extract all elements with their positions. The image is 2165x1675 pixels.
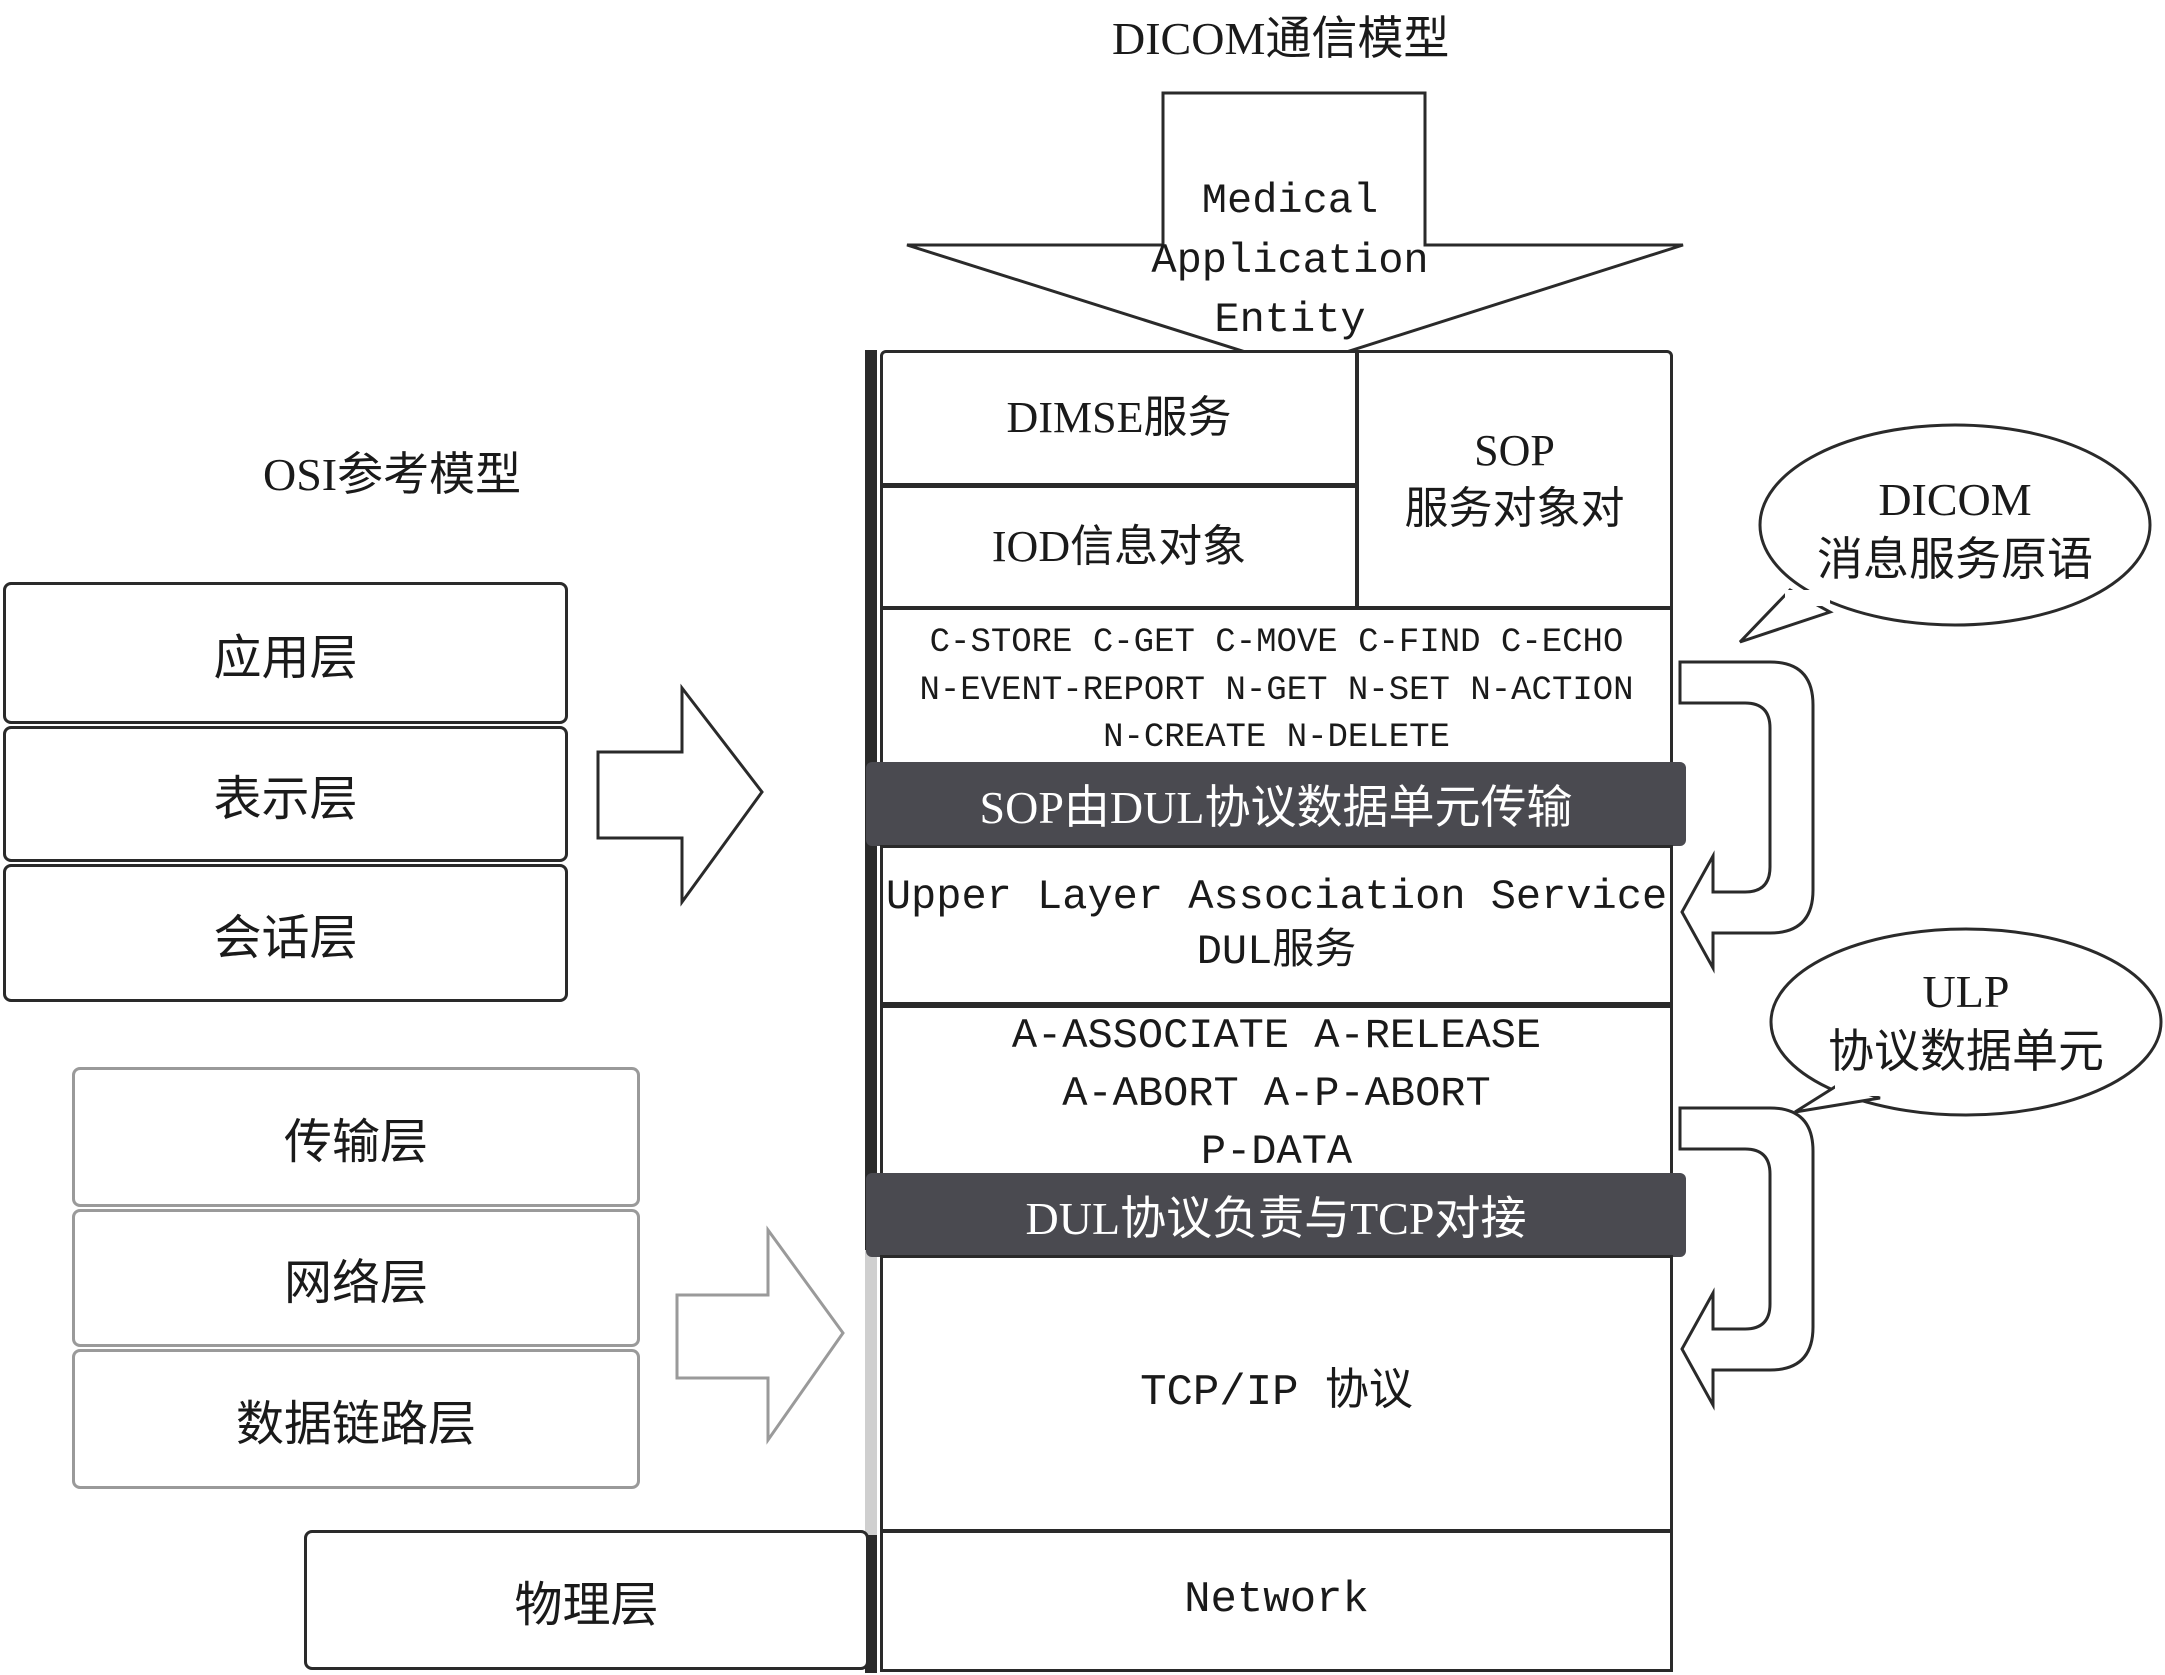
iod-info-object-box: IOD信息对象 bbox=[880, 485, 1358, 609]
commands-line-1: C-STORE C-GET C-MOVE C-FIND C-ECHO bbox=[929, 624, 1624, 662]
associate-line-3: P-DATA bbox=[1200, 1127, 1353, 1176]
u-turn-arrow-primitives bbox=[1678, 660, 1815, 974]
osi-layer-label: 应用层 bbox=[213, 632, 358, 685]
dicom-bubble bbox=[1758, 423, 2152, 627]
osi-layer-session: 会话层 bbox=[3, 864, 568, 1002]
sop-label-line1: SOP bbox=[1474, 426, 1555, 476]
dicom-bubble-line2: 消息服务原语 bbox=[1817, 533, 2093, 585]
dicom-bubble-line1: DICOM bbox=[1878, 474, 2032, 525]
osi-layer-label: 数据链路层 bbox=[235, 1398, 476, 1451]
commands-line-2: N-EVENT-REPORT N-GET N-SET N-ACTION bbox=[919, 671, 1634, 710]
dimse-label: DIMSE服务 bbox=[1006, 393, 1232, 443]
osi-layer-datalink: 数据链路层 bbox=[72, 1349, 640, 1489]
arrow-line-1: Medical bbox=[1201, 177, 1379, 225]
osi-layer-application: 应用层 bbox=[3, 582, 568, 724]
associate-line-1: A-ASSOCIATE A-RELEASE bbox=[1011, 1012, 1542, 1060]
dimse-service-box: DIMSE服务 bbox=[880, 350, 1358, 486]
osi-layer-label: 会话层 bbox=[213, 912, 358, 965]
sop-class-box: SOP 服务对象对 bbox=[1356, 350, 1673, 609]
sop-label-line2: 服务对象对 bbox=[1404, 483, 1625, 533]
arrow-line-2: Application bbox=[1151, 236, 1429, 285]
ulp-bubble-text: ULP 协议数据单元 bbox=[1781, 962, 2151, 1082]
medical-application-entity-label: Medical Application Entity bbox=[1130, 172, 1450, 351]
band-label: SOP由DUL协议数据单元传输 bbox=[979, 782, 1573, 833]
network-box: Network bbox=[880, 1530, 1673, 1672]
iod-label: IOD信息对象 bbox=[991, 522, 1247, 572]
association-primitives-box: A-ASSOCIATE A-RELEASE A-ABORT A-P-ABORT … bbox=[880, 1005, 1673, 1177]
dimse-commands-box: C-STORE C-GET C-MOVE C-FIND C-ECHO N-EVE… bbox=[880, 607, 1673, 767]
osi-model-title: OSI参考模型 bbox=[263, 449, 522, 500]
u-turn-arrow-pdu bbox=[1678, 1106, 1815, 1411]
ulp-bubble-line1: ULP bbox=[1922, 966, 2010, 1017]
osi-layer-label: 网络层 bbox=[283, 1257, 428, 1310]
dicom-bubble-text: DICOM 消息服务原语 bbox=[1770, 470, 2140, 590]
commands-line-3: N-CREATE N-DELETE bbox=[1103, 719, 1450, 758]
medical-application-entity-arrow bbox=[906, 91, 1684, 370]
band-label: DUL协议负责与TCP对接 bbox=[1025, 1193, 1527, 1244]
associate-line-2: A-ABORT A-P-ABORT bbox=[1062, 1069, 1491, 1118]
stack-left-bar-light bbox=[865, 1250, 877, 1535]
osi-layer-network: 网络层 bbox=[72, 1209, 640, 1347]
osi-lower-right-arrow bbox=[675, 1225, 845, 1445]
arrow-line-3: Entity bbox=[1214, 296, 1366, 345]
tcpip-label: TCP/IP 协议 bbox=[1140, 1367, 1413, 1418]
osi-upper-right-arrow bbox=[596, 683, 764, 907]
network-label: Network bbox=[1184, 1575, 1369, 1626]
osi-layer-physical: 物理层 bbox=[304, 1530, 869, 1670]
osi-layer-transport: 传输层 bbox=[72, 1067, 640, 1207]
dicom-model-title: DICOM通信模型 bbox=[1112, 13, 1450, 64]
upper-layer-service-box: Upper Layer Association Service DUL服务 bbox=[880, 845, 1673, 1005]
osi-layer-presentation: 表示层 bbox=[3, 726, 568, 862]
dul-tcp-band: DUL协议负责与TCP对接 bbox=[866, 1173, 1686, 1257]
upper-layer-line2: DUL服务 bbox=[1196, 928, 1357, 976]
osi-layer-label: 传输层 bbox=[283, 1116, 428, 1169]
tcpip-protocol-box: TCP/IP 协议 bbox=[880, 1255, 1673, 1532]
upper-layer-line1: Upper Layer Association Service bbox=[885, 873, 1668, 922]
ulp-bubble bbox=[1769, 927, 2163, 1117]
osi-layer-label: 表示层 bbox=[213, 773, 358, 826]
osi-layer-label: 物理层 bbox=[514, 1579, 659, 1632]
ulp-bubble-line2: 协议数据单元 bbox=[1828, 1025, 2104, 1077]
sop-transport-band: SOP由DUL协议数据单元传输 bbox=[866, 762, 1686, 846]
